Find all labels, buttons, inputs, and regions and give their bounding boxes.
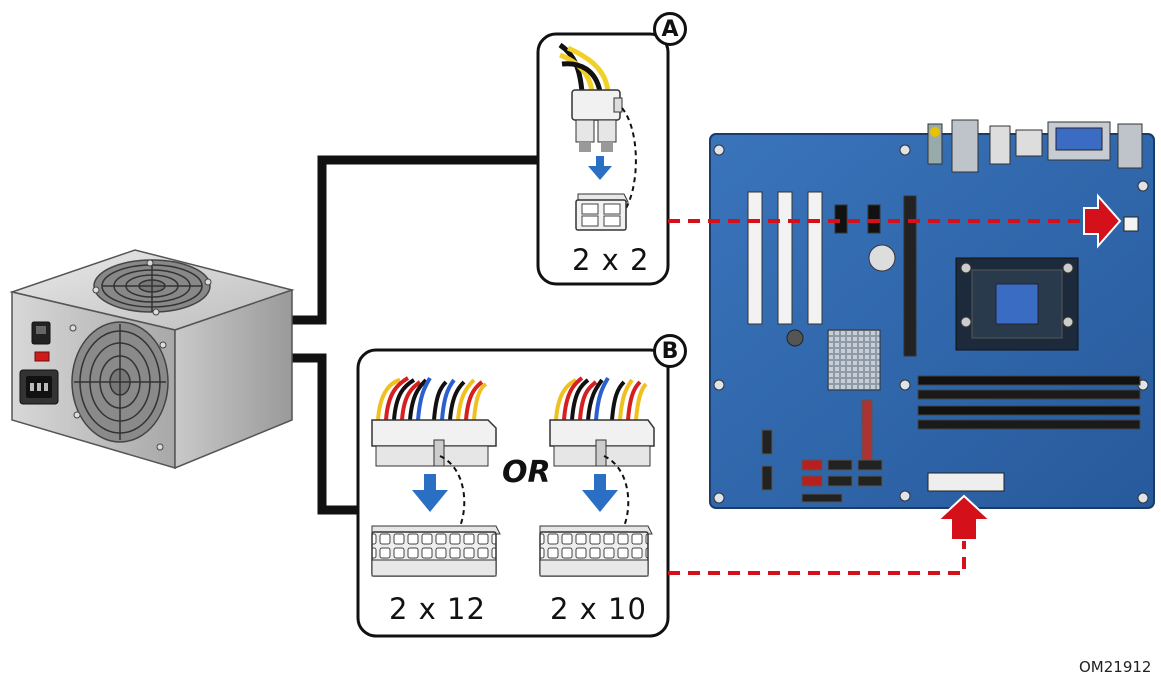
- chipset-heatsink: [828, 330, 880, 390]
- panel-b-label-2x12: 2 x 12: [389, 592, 486, 626]
- panel-b-label-2x10: 2 x 10: [550, 592, 647, 626]
- psu-power-switch: [32, 322, 50, 361]
- figure-id: OM21912: [1079, 658, 1151, 676]
- cmos-battery: [869, 245, 895, 271]
- motherboard: [710, 120, 1154, 508]
- connector-2x2-header: [576, 194, 628, 230]
- connector-2x12-header: [372, 526, 500, 576]
- or-label: OR: [502, 455, 551, 490]
- panel-a-badge: A: [653, 12, 687, 46]
- panel-a-label: 2 x 2: [572, 243, 650, 277]
- atx12v-header: [1124, 217, 1138, 231]
- cable-to-panel-b: [292, 358, 360, 510]
- cable-to-panel-a: [292, 160, 540, 320]
- psu-ac-socket: [20, 370, 58, 404]
- main-power-header: [928, 473, 1004, 491]
- power-supply-unit: [12, 250, 292, 468]
- panel-b-badge: B: [653, 334, 687, 368]
- connector-2x10-header: [540, 526, 652, 576]
- cpu-socket: [956, 258, 1078, 350]
